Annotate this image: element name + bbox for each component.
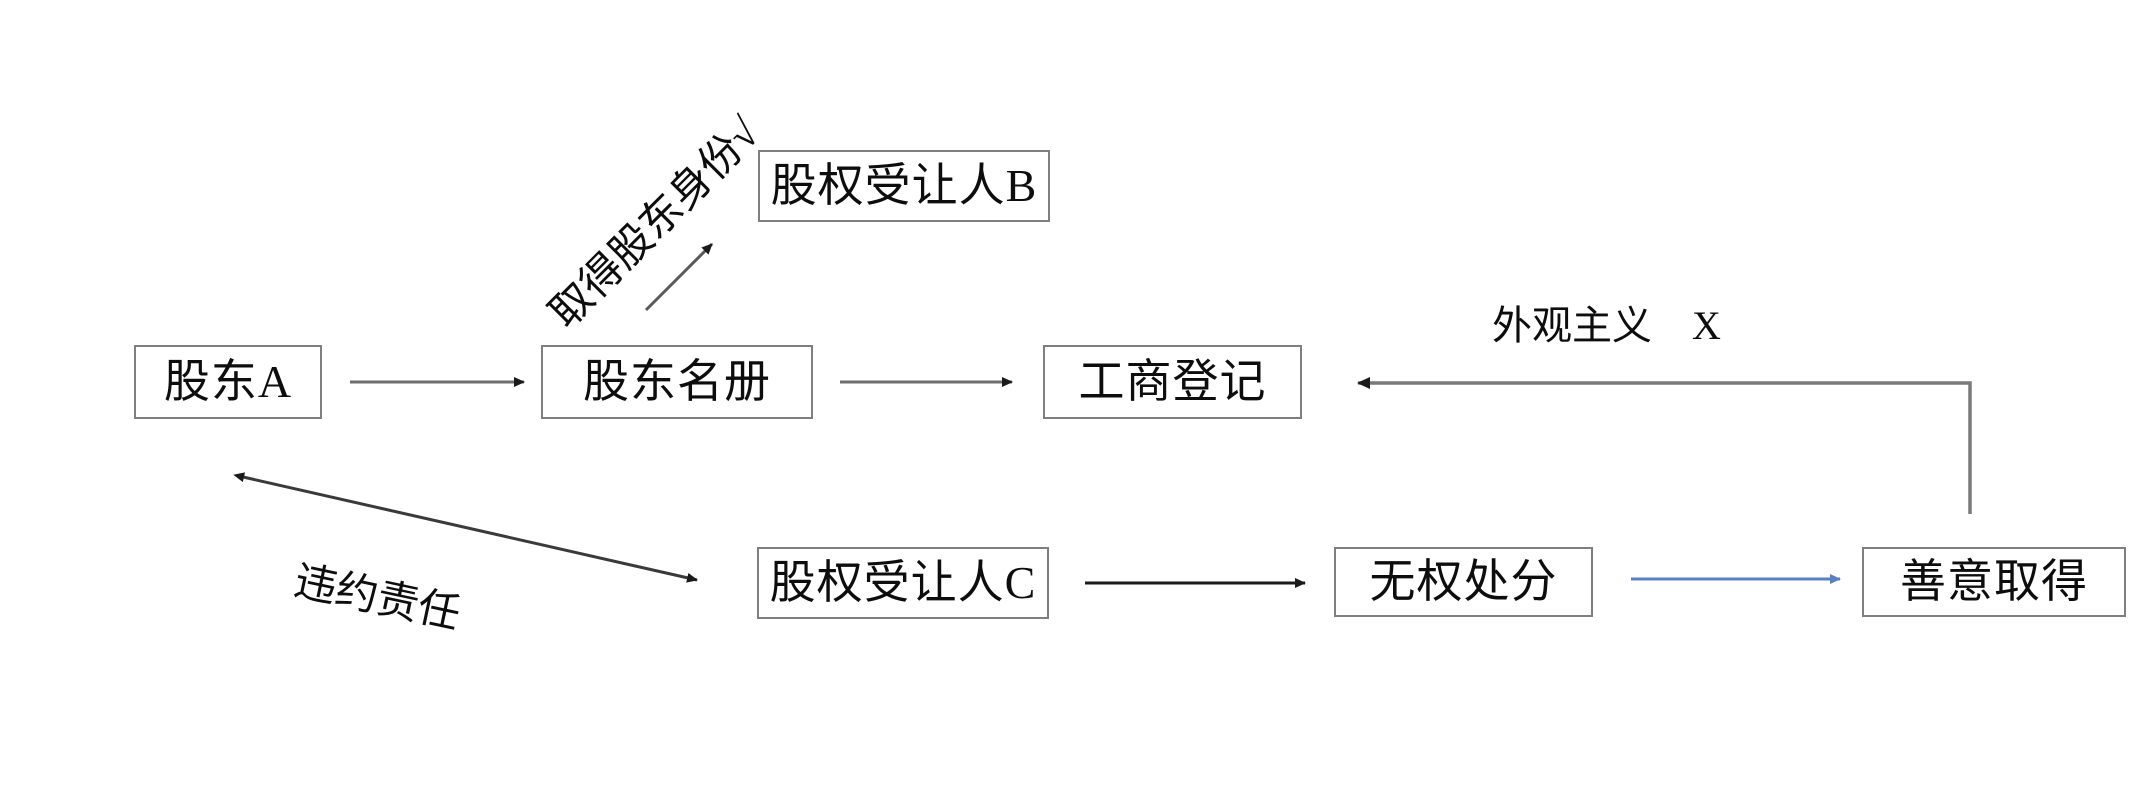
node-unauthorized-disposition[interactable]: 无权处分 <box>1334 547 1593 617</box>
edge-label-acquire-shareholder-status: 取得股东身份√ <box>541 110 769 338</box>
node-transferee-c[interactable]: 股权受让人C <box>757 547 1049 619</box>
edge-bona-fide-to-ic <box>1357 377 1972 514</box>
node-label: 股东名册 <box>583 356 771 407</box>
node-label: 善意取得 <box>1900 556 2088 607</box>
edge-label-externalism: 外观主义 X <box>1492 303 1721 348</box>
node-bona-fide-acquisition[interactable]: 善意取得 <box>1862 547 2126 617</box>
node-label: 工商登记 <box>1078 356 1267 407</box>
edge-label-breach-of-contract-liability: 违约责任 <box>290 558 465 639</box>
node-shareholder-a[interactable]: 股东A <box>134 345 322 419</box>
node-share-register[interactable]: 股东名册 <box>541 345 813 419</box>
node-label: 股东A <box>163 356 293 407</box>
node-transferee-b[interactable]: 股权受让人B <box>758 150 1050 222</box>
node-label: 无权处分 <box>1369 556 1558 607</box>
node-label: 股权受让人C <box>769 557 1037 608</box>
node-label: 股权受让人B <box>770 160 1038 211</box>
node-ic-registration[interactable]: 工商登记 <box>1043 345 1302 419</box>
